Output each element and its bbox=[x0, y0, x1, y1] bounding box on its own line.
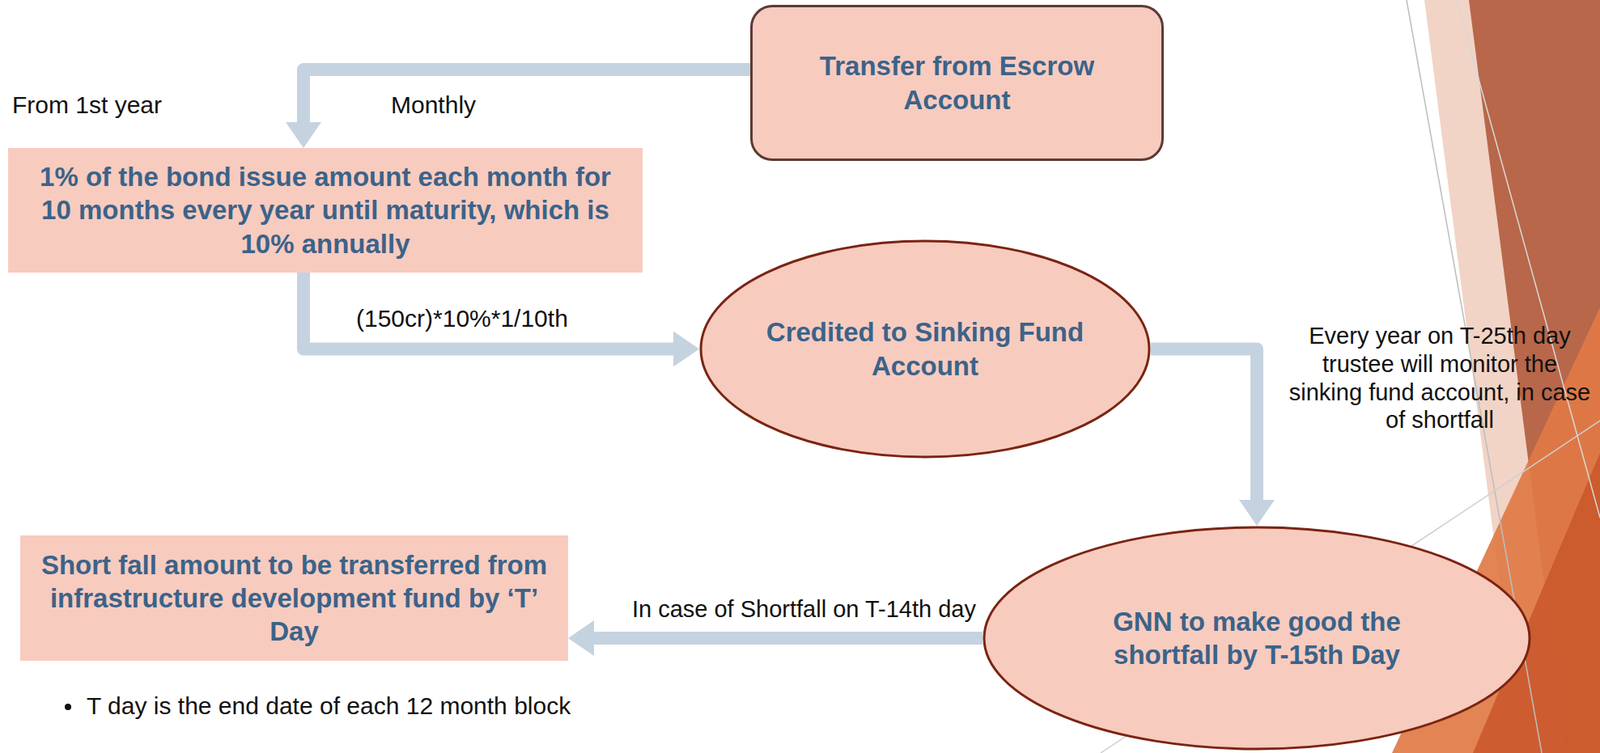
decor-line bbox=[1456, 0, 1600, 518]
flow-arrow bbox=[1150, 349, 1275, 527]
footnote: T day is the end date of each 12 month b… bbox=[86, 691, 571, 722]
connector-line bbox=[592, 632, 983, 646]
connector-line bbox=[303, 272, 675, 350]
node-text: 1% of the bond issue amount each month f… bbox=[21, 160, 629, 261]
timing-note: From 1st year bbox=[12, 90, 162, 120]
edge-label: (150cr)*10%*1/10th bbox=[356, 304, 569, 334]
flow-arrow bbox=[303, 272, 700, 368]
edge-label: Monthly bbox=[390, 90, 476, 120]
arrow-head bbox=[673, 331, 700, 368]
connector-line bbox=[1150, 349, 1257, 503]
node-text: GNN to make good the shortfall by T-15th… bbox=[1082, 605, 1431, 673]
process-box: Short fall amount to be transferred from… bbox=[20, 535, 569, 662]
process-box: Transfer from Escrow Account bbox=[750, 4, 1164, 162]
ellipse-outline bbox=[699, 239, 1151, 459]
node-text: Transfer from Escrow Account bbox=[783, 49, 1132, 117]
process-ellipse: GNN to make good the shortfall by T-15th… bbox=[982, 526, 1532, 752]
bullet-dot bbox=[64, 704, 72, 711]
process-box: 1% of the bond issue amount each month f… bbox=[8, 148, 643, 273]
node-text: Credited to Sinking Fund Account bbox=[763, 315, 1087, 383]
connector-line bbox=[303, 69, 751, 124]
flow-arrow bbox=[285, 69, 751, 149]
edge-label: Every year on T-25th day trustee will mo… bbox=[1285, 322, 1595, 435]
process-ellipse: Credited to Sinking Fund Account bbox=[699, 239, 1151, 459]
arrow-head bbox=[568, 620, 595, 657]
ellipse-outline bbox=[982, 526, 1532, 752]
node-text: Short fall amount to be transferred from… bbox=[35, 548, 554, 650]
flow-arrow bbox=[568, 620, 983, 657]
rounded-box-outline bbox=[750, 4, 1164, 162]
arrow-head bbox=[1239, 500, 1275, 527]
edge-label: In case of Shortfall on T-14th day bbox=[632, 595, 977, 624]
arrow-head bbox=[285, 122, 322, 149]
